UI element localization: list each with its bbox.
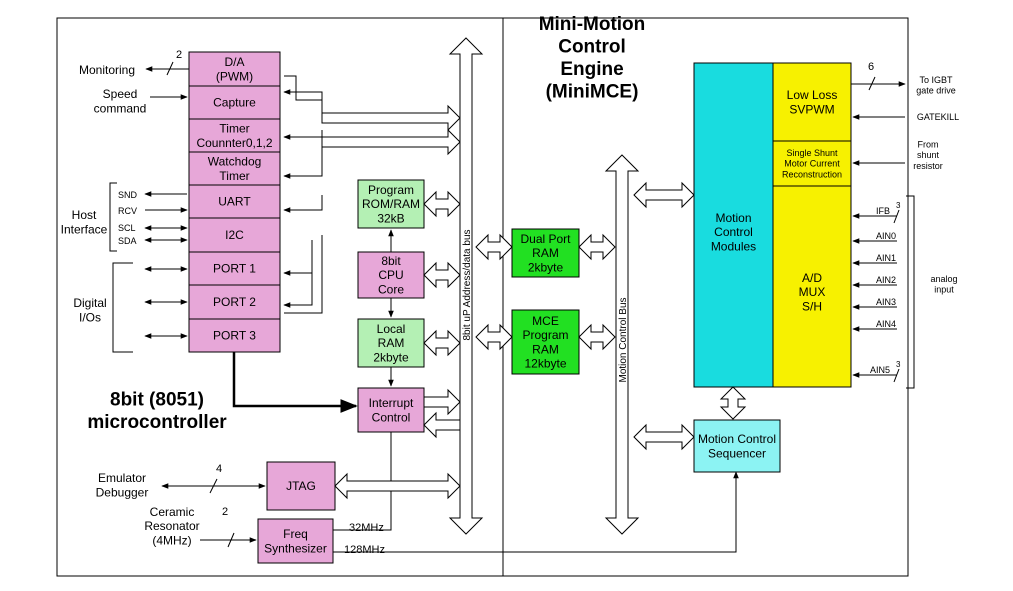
interrupt-control-block (357, 387, 425, 433)
bus-mce-arrows (475, 233, 513, 351)
ain4-label: AIN4 (876, 319, 896, 329)
peripheral-loops (284, 75, 323, 314)
port1-block (188, 251, 281, 286)
core-arrows (232, 229, 739, 553)
ain1-label: AIN1 (876, 253, 896, 263)
mce-program-ram-block (511, 309, 580, 375)
snd-label: SND (118, 190, 138, 200)
single-shunt-block (772, 140, 852, 187)
i2c-label: I2C (225, 228, 244, 242)
ain2-label: AIN2 (876, 275, 896, 285)
uart-block (188, 184, 281, 219)
motion-control-modules-block (693, 62, 774, 388)
motion-control-bus: Motion Control Bus (604, 154, 695, 535)
port2-label: PORT 2 (213, 295, 256, 309)
ain5-count: 3 (896, 360, 901, 369)
outer-frame (56, 17, 909, 577)
rcv-label: RCV (118, 206, 137, 216)
capture-block (188, 85, 281, 120)
uart-label: UART (218, 195, 251, 209)
address-data-bus-label: 8bit uP Address/data bus (462, 229, 473, 340)
ain3-label: AIN3 (876, 297, 896, 307)
jtag-block (266, 461, 336, 511)
sequencer-block (693, 419, 781, 473)
local-ram-block (357, 318, 425, 368)
port1-label: PORT 1 (213, 262, 256, 276)
address-data-bus: 8bit uP Address/data bus (448, 37, 484, 535)
igbt-count: 6 (868, 61, 874, 73)
ain-ifb-label: IFB (876, 206, 890, 216)
low-loss-svpwm-block (772, 62, 852, 142)
scl-label: SCL (118, 223, 136, 233)
emulator-count: 4 (216, 463, 222, 475)
ain5-label: AIN5 (870, 365, 890, 375)
i2c-block (188, 217, 281, 253)
monitoring-label: Monitoring (79, 63, 135, 77)
sda-label: SDA (118, 236, 137, 246)
program-rom-block (357, 179, 425, 229)
monitoring-count: 2 (176, 49, 182, 61)
gatekill-label: GATEKILL (917, 112, 959, 122)
clock-128mhz-label: 128MHz (344, 544, 385, 556)
motion-control-bus-label: Motion Control Bus (618, 297, 629, 382)
ceramic-count: 2 (222, 506, 228, 518)
port3-label: PORT 3 (213, 329, 256, 343)
adc-mux-block (772, 185, 852, 388)
da-pwm-label: D/A(PWM) (216, 55, 253, 83)
capture-label: Capture (213, 96, 256, 110)
port3-block (188, 318, 281, 353)
clock-32mhz-label: 32MHz (349, 522, 384, 534)
timer-block (188, 118, 281, 153)
dual-port-ram-block (511, 228, 580, 278)
ifb-count: 3 (896, 201, 901, 210)
core-bus-arrows (334, 190, 461, 500)
periph-bus-arrows (321, 104, 461, 156)
freq-synth-block (257, 518, 334, 564)
mcu-title: 8bit (8051)microcontroller (87, 389, 227, 433)
ain0-label: AIN0 (876, 231, 896, 241)
jtag-label: JTAG (286, 479, 316, 493)
